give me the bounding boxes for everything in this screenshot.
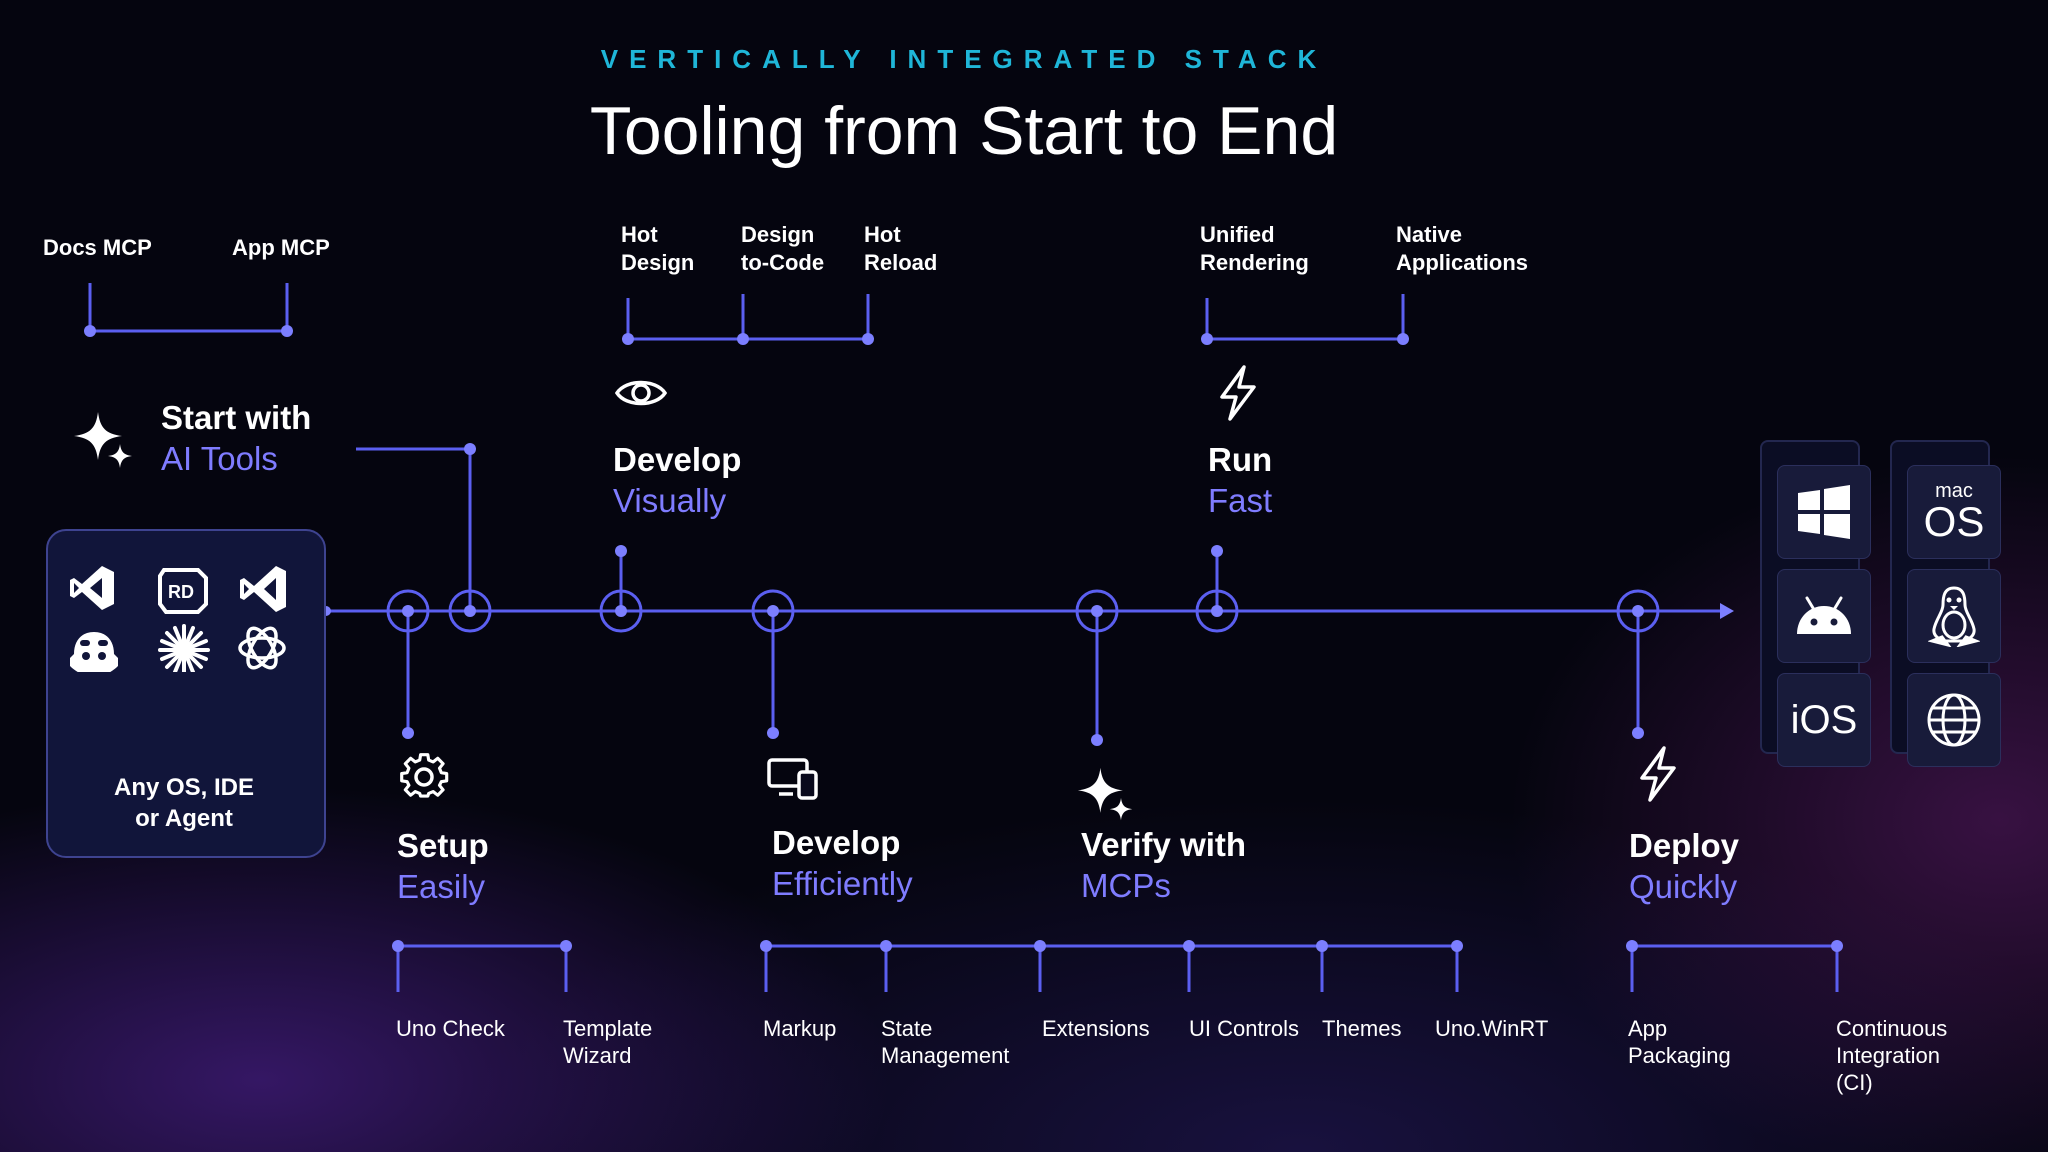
android-tile — [1777, 569, 1871, 663]
ai-tools-subtitle: AI Tools — [161, 440, 278, 477]
macos-tile: mac OS — [1907, 465, 2001, 559]
run-fast-title: Run — [1208, 441, 1273, 478]
eye-icon — [614, 380, 668, 406]
setup-subtitle: Easily — [397, 868, 486, 905]
develop-efficiently-subtitle: Efficiently — [772, 865, 913, 902]
openai-icon — [238, 626, 286, 670]
windows-tile — [1777, 465, 1871, 559]
uno-check-label: Uno Check — [396, 1016, 505, 1041]
vscode-icon — [240, 566, 286, 612]
ide-caption: Any OS, IDE or Agent — [46, 772, 322, 834]
markup-label: Markup — [763, 1016, 837, 1041]
lightning-icon — [1220, 365, 1256, 421]
sparkle-icon — [1077, 767, 1133, 821]
devices-icon — [767, 758, 818, 800]
develop-visually-subtitle: Visually — [613, 482, 727, 519]
linux-icon — [1928, 586, 1980, 647]
ai-tools-title: Start with — [161, 399, 312, 436]
lightning-icon — [1640, 746, 1676, 802]
verify-title: Verify with — [1081, 826, 1247, 863]
ios-icon: iOS — [1790, 697, 1858, 742]
setup-title: Setup — [397, 827, 489, 864]
verify-subtitle: MCPs — [1081, 867, 1171, 904]
extensions-label: Extensions — [1042, 1016, 1150, 1041]
gear-icon — [400, 753, 449, 798]
eyebrow-heading: VERTICALLY INTEGRATED STACK — [600, 44, 1328, 74]
ide-icon-grid: RD — [70, 566, 286, 672]
page-title: Tooling from Start to End — [589, 93, 1339, 169]
ios-tile: iOS — [1777, 673, 1871, 767]
web-tile — [1907, 673, 2001, 767]
copilot-icon — [70, 632, 118, 672]
develop-efficiently-title: Develop — [772, 824, 901, 861]
deploy-title: Deploy — [1629, 827, 1740, 864]
docs-mcp-label: Docs MCP — [43, 235, 152, 260]
visual-studio-icon — [70, 566, 114, 610]
sparkle-icon — [74, 412, 132, 468]
deploy-subtitle: Quickly — [1629, 868, 1738, 905]
develop-visually-title: Develop — [613, 441, 742, 478]
uno-winrt-label: Uno.WinRT — [1435, 1016, 1549, 1041]
run-fast-subtitle: Fast — [1208, 482, 1273, 519]
ui-controls-label: UI Controls — [1189, 1016, 1300, 1041]
ide-caption-line1: Any OS, IDE — [113, 774, 255, 801]
linux-tile — [1907, 569, 2001, 663]
windows-icon — [1798, 485, 1850, 539]
macos-icon: mac — [1935, 480, 1973, 502]
themes-label: Themes — [1322, 1016, 1402, 1041]
claude-icon — [158, 624, 210, 672]
svg-text:RD: RD — [168, 582, 194, 602]
rider-icon: RD — [158, 568, 208, 614]
ide-caption-line2: or Agent — [135, 805, 233, 832]
macos-os-text: OS — [1923, 498, 1985, 545]
app-mcp-label: App MCP — [232, 235, 330, 260]
android-icon — [1797, 596, 1851, 634]
web-globe-icon — [1927, 693, 1981, 747]
